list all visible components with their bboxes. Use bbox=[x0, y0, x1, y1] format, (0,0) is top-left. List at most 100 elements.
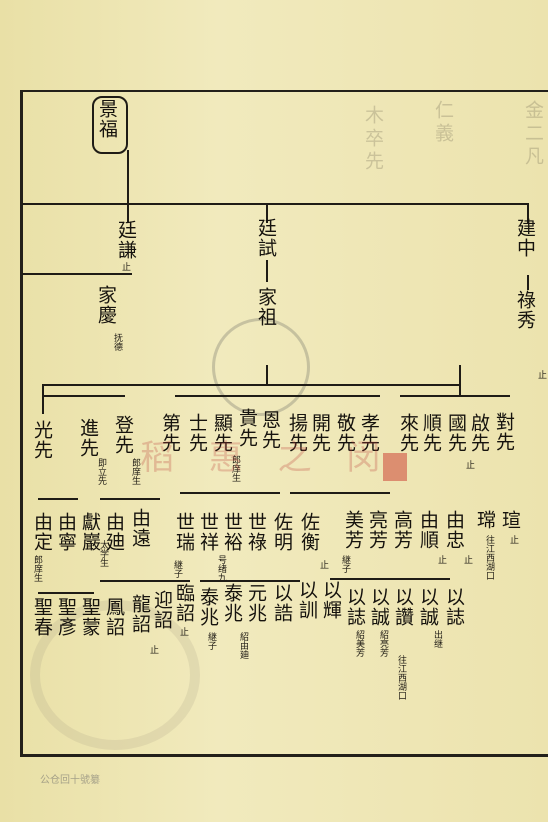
note: 号绪九 bbox=[216, 555, 226, 582]
gen-line bbox=[200, 580, 300, 582]
note: 止 bbox=[318, 560, 328, 569]
gen-line bbox=[175, 395, 380, 397]
watermark-text: 稻 惠 之 闵 bbox=[140, 438, 393, 478]
note: 往江西湖口 bbox=[484, 535, 494, 580]
person-name: 世裕 bbox=[221, 512, 243, 552]
gen-line bbox=[100, 580, 190, 582]
ancestor-box bbox=[92, 96, 128, 154]
note: 出继 bbox=[432, 630, 442, 648]
person-name: 以誠 bbox=[417, 587, 439, 627]
note: 止 bbox=[536, 370, 546, 379]
person-name: 第先 bbox=[159, 413, 181, 453]
note: 抚德 bbox=[112, 333, 122, 351]
bleed-text: 木卒先 bbox=[362, 105, 384, 174]
note: 太学生 bbox=[98, 540, 108, 567]
gen-line bbox=[266, 203, 268, 223]
person-name: 亮芳 bbox=[366, 510, 388, 550]
gen-line bbox=[400, 395, 510, 397]
chart-frame bbox=[20, 90, 548, 757]
note: 止 bbox=[464, 460, 474, 469]
person-name: 由順 bbox=[417, 510, 439, 550]
gen-line bbox=[100, 498, 160, 500]
gen-line bbox=[42, 384, 44, 414]
faded-leaf-mark bbox=[30, 600, 200, 750]
person-name: 世祥 bbox=[197, 512, 219, 552]
person-name: 對先 bbox=[493, 412, 515, 452]
person-name: 恩先 bbox=[259, 410, 281, 450]
person-name: 貴先 bbox=[236, 408, 258, 448]
person-name: 瑺 bbox=[474, 510, 496, 530]
note: 止 bbox=[508, 535, 518, 544]
person-name: 順先 bbox=[420, 413, 442, 453]
person-name: 元兆 bbox=[245, 583, 267, 623]
person-name: 由遠 bbox=[129, 508, 151, 548]
gen-line bbox=[127, 203, 129, 223]
person-name: 以讚 bbox=[392, 587, 414, 627]
person-name: 聖春 bbox=[31, 597, 53, 637]
person-name: 家慶 bbox=[95, 285, 117, 325]
note: 郎庠生 bbox=[230, 455, 240, 482]
gen-line bbox=[290, 492, 390, 494]
person-name: 高芳 bbox=[391, 510, 413, 550]
person-name: 以訓 bbox=[296, 580, 318, 620]
person-name: 來先 bbox=[397, 413, 419, 453]
person-name: 廷謙 bbox=[115, 220, 137, 260]
gen-line bbox=[22, 203, 527, 205]
person-name: 進先 bbox=[77, 418, 99, 458]
person-name: 由廸 bbox=[103, 512, 125, 552]
note: 紹由廸 bbox=[238, 632, 248, 659]
note: 止 bbox=[462, 555, 472, 564]
person-name: 揚先 bbox=[286, 413, 308, 453]
bleed-text: 金二凡 bbox=[522, 100, 544, 169]
person-name: 由定 bbox=[31, 512, 53, 552]
gen-line bbox=[527, 275, 529, 290]
person-name: 孝先 bbox=[358, 413, 380, 453]
gen-line bbox=[266, 365, 268, 385]
gen-line bbox=[180, 492, 280, 494]
faded-seal bbox=[212, 318, 310, 416]
person-name: 顯先 bbox=[211, 413, 233, 453]
gen-line bbox=[527, 203, 529, 223]
person-name: 聖彥 bbox=[55, 597, 77, 637]
person-name: 由忠 bbox=[443, 510, 465, 550]
gen-line bbox=[266, 260, 268, 282]
note: 紹亮芳 bbox=[378, 630, 388, 657]
ancestor-name: 景福 bbox=[96, 99, 118, 139]
gen-line bbox=[459, 365, 461, 395]
note: 止 bbox=[148, 645, 158, 654]
note: 即立先 bbox=[96, 458, 106, 485]
person-name: 光先 bbox=[31, 420, 53, 460]
person-name: 以誌 bbox=[344, 587, 366, 627]
gen-line bbox=[38, 498, 78, 500]
person-name: 由寧 bbox=[55, 512, 77, 552]
note: 継子 bbox=[206, 632, 216, 650]
gen-line bbox=[42, 395, 125, 397]
gen-line bbox=[127, 150, 129, 204]
note: 郎庠生 bbox=[130, 458, 140, 485]
person-name: 家祖 bbox=[255, 287, 277, 327]
gen-line bbox=[38, 592, 94, 594]
note: 止 bbox=[120, 262, 130, 271]
person-name: 祿秀 bbox=[514, 290, 536, 330]
person-name: 獻巖 bbox=[79, 512, 101, 552]
gen-line bbox=[42, 384, 459, 386]
footer-text: 公仓回十號纂 bbox=[40, 775, 100, 786]
person-name: 聖蒙 bbox=[79, 597, 101, 637]
note: 継子 bbox=[340, 555, 350, 573]
person-name: 世祿 bbox=[245, 512, 267, 552]
gen-line bbox=[22, 273, 132, 275]
person-name: 臨詔 bbox=[173, 583, 195, 623]
person-name: 以輝 bbox=[320, 580, 342, 620]
person-name: 士先 bbox=[186, 413, 208, 453]
person-name: 開先 bbox=[309, 413, 331, 453]
person-name: 瑄 bbox=[499, 510, 521, 530]
person-name: 龍詔 bbox=[129, 594, 151, 634]
person-name: 啟先 bbox=[468, 413, 490, 453]
person-name: 泰兆 bbox=[221, 583, 243, 623]
red-stamp bbox=[383, 453, 407, 481]
person-name: 佐明 bbox=[271, 512, 293, 552]
note: 往江西湖口 bbox=[396, 655, 406, 700]
person-name: 建中 bbox=[514, 218, 536, 258]
note: 止 bbox=[436, 555, 446, 564]
